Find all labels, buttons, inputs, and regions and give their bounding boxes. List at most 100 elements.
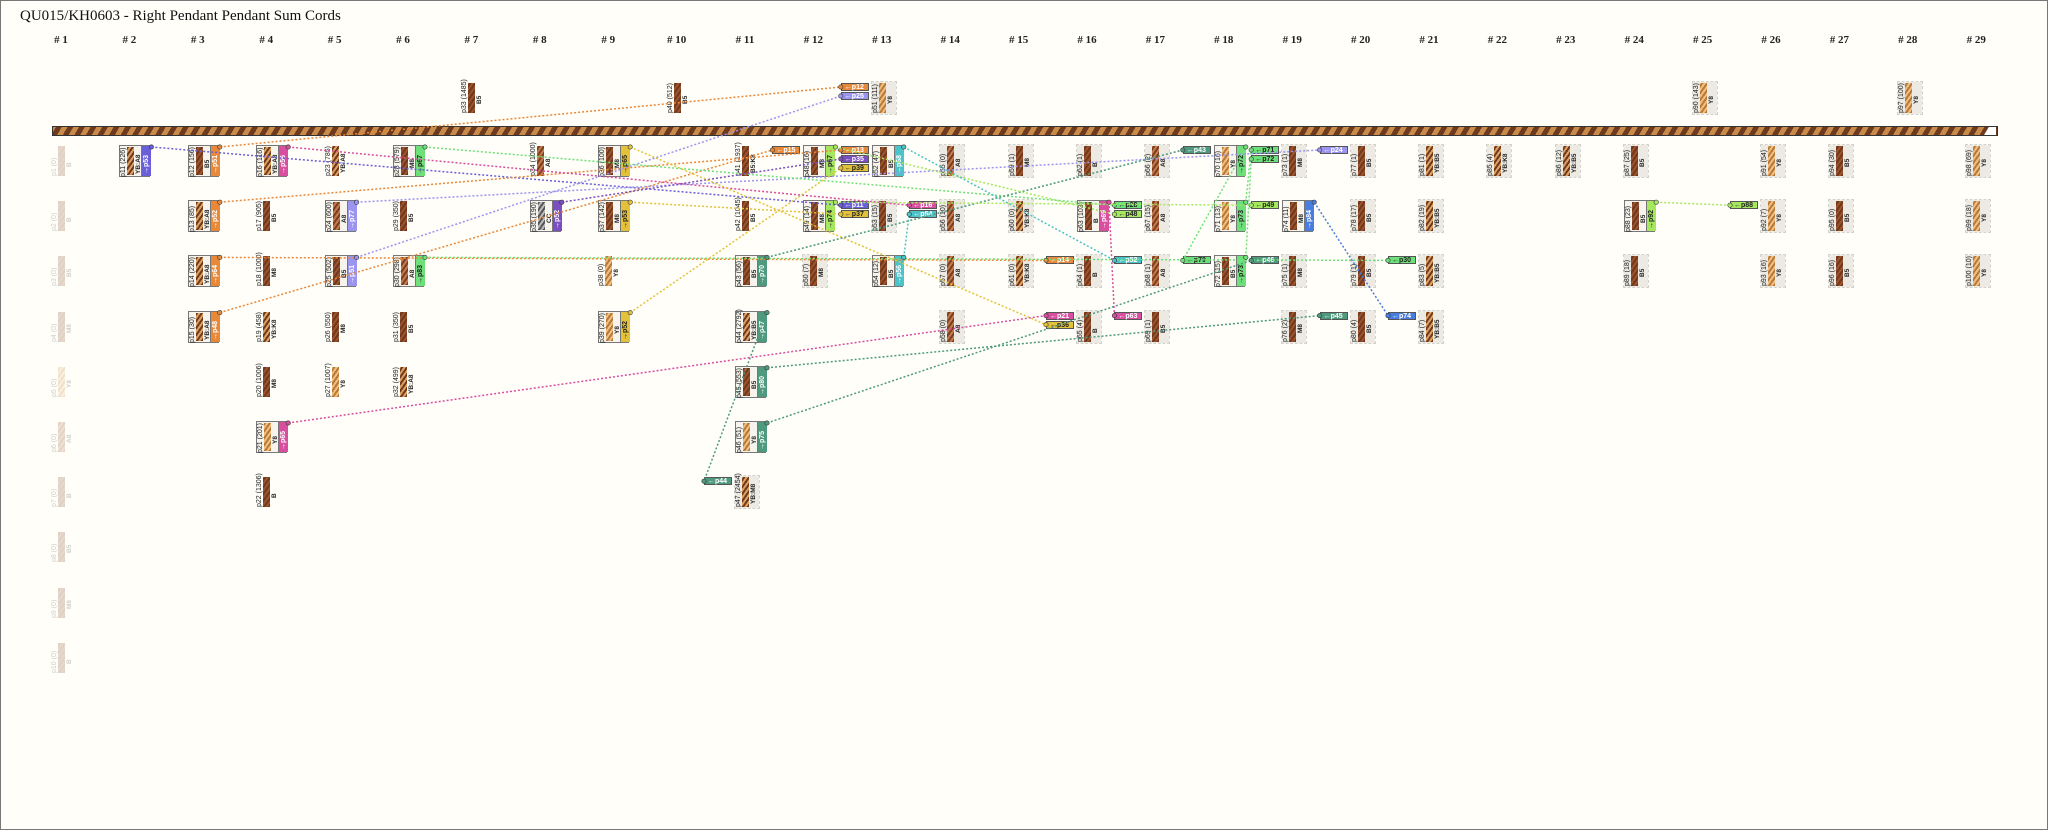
sum-target-block[interactable]: →p73: [1235, 201, 1246, 232]
pendant-cord[interactable]: p14 (220)YB:A8→p64: [187, 255, 220, 288]
pendant-cord[interactable]: p83 (5)YB:B5: [1418, 254, 1444, 289]
pendant-cord[interactable]: p48 (16)M8→p67: [803, 145, 836, 177]
sum-source-tag[interactable]: ←p52: [1114, 256, 1143, 265]
pendant-cord[interactable]: p45 (553)B5→p80: [735, 365, 767, 398]
pendant-cord[interactable]: p76 (2)M8: [1281, 309, 1308, 344]
sum-target-block[interactable]: →p73: [1235, 256, 1246, 287]
pendant-cord[interactable]: p10 (0)B: [51, 642, 75, 674]
pendant-cord[interactable]: p43 (56)B5→p70: [735, 255, 767, 288]
pendant-cord[interactable]: p40 (512)B5: [667, 82, 691, 114]
pendant-cord[interactable]: p77 (1)B5: [1349, 144, 1376, 178]
pendant-cord[interactable]: p47 (2454)YB:M8: [734, 473, 760, 510]
sum-source-tag[interactable]: ←p36: [1046, 320, 1074, 329]
pendant-cord[interactable]: p100 (10)Y8: [1965, 254, 1992, 289]
sum-source-tag[interactable]: ←p16: [909, 201, 938, 210]
sum-target-block[interactable]: →p72: [1235, 146, 1246, 176]
pendant-cord[interactable]: p12 (156)B5→p51: [187, 145, 220, 177]
pendant-cord[interactable]: p62 (1)B: [1076, 144, 1102, 178]
pendant-cord[interactable]: p96 (16)B5: [1828, 254, 1855, 289]
sum-target-block[interactable]: →p47: [757, 311, 767, 342]
sum-target-block[interactable]: →p52: [551, 201, 562, 232]
pendant-cord[interactable]: p34 (1000)A8: [530, 142, 554, 177]
pendant-cord[interactable]: p36 (100)M8→p65: [598, 145, 631, 177]
pendant-cord[interactable]: p4 (0)M8: [51, 311, 75, 343]
sum-target-block[interactable]: →p67: [825, 146, 836, 176]
pendant-cord[interactable]: p73 (1)M8: [1281, 144, 1308, 178]
sum-target-block[interactable]: →p52: [620, 311, 631, 342]
pendant-cord[interactable]: p59 (1)M8: [1007, 144, 1034, 178]
pendant-cord[interactable]: p8 (0)B5: [51, 531, 75, 563]
pendant-cord[interactable]: p65 (4)B: [1076, 309, 1102, 344]
pendant-cord[interactable]: p95 (0)B5: [1828, 199, 1855, 234]
pendant-cord[interactable]: p32 (499)YB:A8: [393, 366, 417, 398]
pendant-cord[interactable]: p72 (15)B5→p73: [1213, 255, 1246, 288]
pendant-cord[interactable]: p90 (143)Y8: [1691, 81, 1718, 115]
pendant-cord[interactable]: p19 (458)YB:K8: [256, 311, 280, 343]
pendant-cord[interactable]: p46 (51)Y8→p75: [735, 421, 767, 453]
sum-target-block[interactable]: →p77: [346, 201, 357, 232]
pendant-cord[interactable]: p52 (47)B5→p68: [871, 145, 904, 177]
pendant-cord[interactable]: p16 (116)YB:A8→p56: [256, 145, 289, 177]
sum-target-block[interactable]: →p68: [893, 146, 904, 176]
pendant-cord[interactable]: p97 (100)Y8: [1896, 81, 1923, 115]
sum-target-block[interactable]: →p65: [620, 146, 631, 176]
sum-source-tag[interactable]: ←p25: [840, 92, 869, 100]
pendant-cord[interactable]: p42 (1045)B5: [735, 197, 759, 232]
pendant-cord[interactable]: p82 (19)YB:B5: [1418, 199, 1444, 234]
sum-target-block[interactable]: →p64: [209, 256, 220, 287]
pendant-cord[interactable]: p31 (350)B5: [393, 311, 417, 343]
sum-source-tag[interactable]: ←p63: [1114, 311, 1143, 320]
pendant-cord[interactable]: p44 (2792)YB:B5→p47: [735, 309, 767, 343]
pendant-cord[interactable]: p80 (4)B5: [1349, 309, 1376, 344]
pendant-cord[interactable]: p67 (15)A8: [1144, 199, 1171, 234]
pendant-cord[interactable]: p1 (0)B: [51, 145, 75, 177]
pendant-cord[interactable]: p27 (1007)Y8: [325, 363, 349, 398]
pendant-cord[interactable]: p25 (502)B5→p51: [324, 255, 357, 288]
pendant-cord[interactable]: p20 (1006)M8: [256, 363, 280, 398]
pendant-cord[interactable]: p53 (15)B5: [870, 199, 897, 234]
sum-source-tag[interactable]: ←p12: [840, 83, 869, 91]
pendant-cord[interactable]: p17 (905)B5: [256, 200, 280, 232]
pendant-cord[interactable]: p92 (7)Y8: [1760, 199, 1786, 234]
pendant-cord[interactable]: p60 (0)YB:K8: [1007, 199, 1034, 234]
pendant-cord[interactable]: p94 (30)B5: [1828, 144, 1855, 178]
pendant-cord[interactable]: p41 (1937)B5:K8: [735, 142, 759, 177]
sum-source-tag[interactable]: ←p30: [1388, 256, 1416, 265]
sum-target-block[interactable]: →p53: [620, 201, 631, 232]
sum-source-tag[interactable]: ←p24: [1319, 146, 1348, 154]
pendant-cord[interactable]: p35 (190)CC→p52: [529, 200, 562, 233]
sum-target-block[interactable]: →p51: [209, 146, 220, 176]
pendant-cord[interactable]: p84 (7)YB:B5: [1418, 309, 1444, 344]
pendant-cord[interactable]: p70 (16)Y8→p72: [1213, 145, 1246, 177]
sum-source-tag[interactable]: ←p35: [840, 155, 869, 163]
sum-target-block[interactable]: →p74: [825, 201, 836, 232]
sum-target-block[interactable]: →p80: [757, 366, 767, 397]
pendant-cord[interactable]: p24 (600)A8→p77: [324, 200, 357, 233]
pendant-cord[interactable]: p23 (785)YB:A8: [325, 145, 349, 177]
pendant-cord[interactable]: p61 (0)YB:K8: [1007, 254, 1034, 289]
sum-source-tag[interactable]: ←p14: [1046, 256, 1074, 265]
sum-source-tag[interactable]: ←p71: [1251, 146, 1280, 154]
sum-target-block[interactable]: →p56: [278, 146, 289, 176]
pendant-cord[interactable]: p63 (103)B→p69: [1077, 200, 1109, 233]
pendant-cord[interactable]: p93 (16)Y8: [1760, 254, 1786, 289]
pendant-cord[interactable]: p33 (1485)B5: [461, 79, 485, 114]
pendant-cord[interactable]: p71 (13)Y8→p73: [1213, 200, 1246, 233]
pendant-cord[interactable]: p81 (1)YB:B5: [1418, 144, 1444, 178]
sum-source-tag[interactable]: ←p15: [772, 146, 801, 154]
pendant-cord[interactable]: p28 (579)M8→p67: [393, 145, 425, 177]
sum-target-block[interactable]: →p70: [757, 256, 767, 287]
pendant-cord[interactable]: p26 (550)M8: [325, 311, 349, 343]
pendant-cord[interactable]: p51 (111)Y8: [870, 81, 897, 115]
sum-target-block[interactable]: →p69: [1099, 201, 1109, 232]
pendant-cord[interactable]: p91 (54)Y8: [1760, 144, 1786, 178]
pendant-cord[interactable]: p49 (14)M8→p74: [803, 200, 836, 233]
sum-target-block[interactable]: →p52: [209, 201, 220, 232]
sum-target-block[interactable]: →p53: [141, 146, 152, 176]
sum-source-tag[interactable]: ←p48: [1114, 210, 1143, 219]
sum-target-block[interactable]: →p84: [1304, 201, 1315, 232]
sum-target-block[interactable]: →p67: [415, 146, 425, 176]
pendant-cord[interactable]: p68 (1)A8: [1144, 254, 1171, 289]
sum-target-block[interactable]: →p51: [346, 256, 357, 287]
pendant-cord[interactable]: p38 (0)Y8: [598, 255, 622, 287]
